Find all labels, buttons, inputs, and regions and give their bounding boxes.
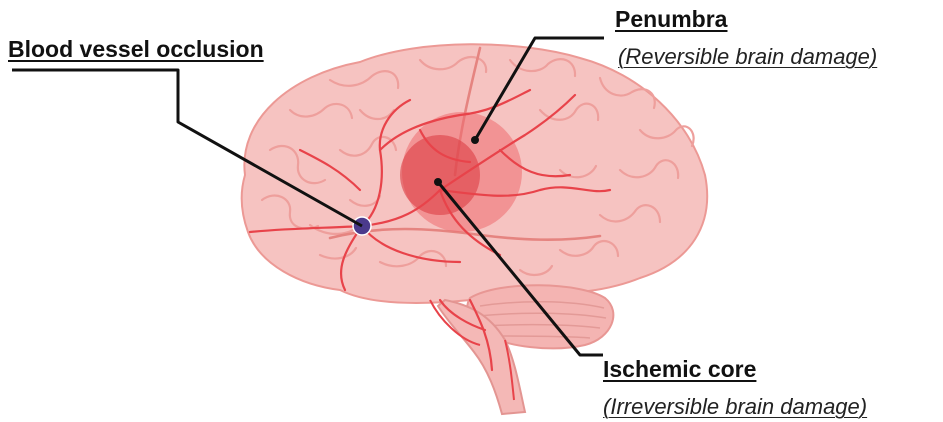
penumbra-description: (Reversible brain damage): [618, 44, 877, 70]
core-endpoint: [434, 178, 442, 186]
penumbra-endpoint: [471, 136, 479, 144]
ischemic-core-region: [400, 135, 480, 215]
ischemic-core-description: (Irreversible brain damage): [603, 394, 867, 420]
blood-vessel-occlusion-label: Blood vessel occlusion: [8, 36, 264, 63]
penumbra-label: Penumbra: [615, 6, 727, 33]
ischemic-core-label: Ischemic core: [603, 356, 756, 383]
